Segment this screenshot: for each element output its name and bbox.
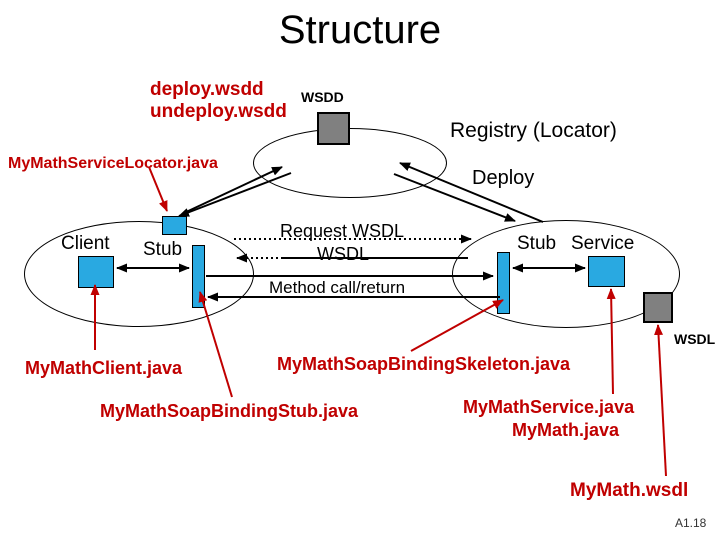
registry-ellipse bbox=[253, 128, 447, 198]
client-stub-node bbox=[192, 245, 205, 308]
client-label: Client bbox=[61, 233, 110, 254]
wsdl-file-pointer-arrow bbox=[654, 324, 667, 477]
locator-stub-node bbox=[162, 216, 187, 235]
locator-file-pointer-arrow bbox=[148, 166, 168, 212]
wsdl-response-label: WSDL bbox=[317, 244, 370, 264]
registry-label: Registry (Locator) bbox=[450, 119, 617, 142]
wsdl-artifact-square bbox=[643, 292, 673, 323]
page-number: A1.18 bbox=[675, 516, 707, 530]
request-wsdl-label: Request WSDL bbox=[280, 221, 405, 241]
deploy-label: Deploy bbox=[472, 167, 535, 189]
wsdd-artifact-square bbox=[317, 112, 350, 145]
wsdl-file-label: MyMath.wsdl bbox=[570, 480, 689, 501]
skeleton-file-label: MyMathSoapBindingSkeleton.java bbox=[277, 354, 571, 374]
service-stub-node bbox=[497, 252, 510, 314]
undeploy-wsdd-line: undeploy.wsdd bbox=[150, 101, 287, 122]
stub-file-label: MyMathSoapBindingStub.java bbox=[100, 401, 359, 421]
service-node bbox=[588, 256, 625, 287]
method-call-label: Method call/return bbox=[269, 278, 406, 297]
client-ellipse bbox=[24, 221, 254, 327]
interface-file-label: MyMath.java bbox=[512, 420, 620, 440]
deploy-wsdd-line: deploy.wsdd bbox=[150, 79, 264, 100]
client-node bbox=[78, 256, 114, 288]
deploy-wsdd-files-label: deploy.wsdd undeploy.wsdd bbox=[150, 79, 287, 123]
service-file-label: MyMathService.java bbox=[463, 397, 635, 417]
service-ellipse bbox=[452, 220, 680, 328]
service-stub-label: Stub bbox=[517, 233, 557, 254]
client-stub-label: Stub bbox=[143, 239, 183, 260]
service-label: Service bbox=[571, 233, 635, 254]
wsdd-label: WSDD bbox=[301, 89, 344, 105]
locator-file-label: MyMathServiceLocator.java bbox=[8, 155, 218, 172]
slide-title: Structure bbox=[278, 8, 442, 52]
wsdl-artifact-label: WSDL bbox=[674, 331, 716, 347]
client-file-label: MyMathClient.java bbox=[25, 358, 183, 378]
